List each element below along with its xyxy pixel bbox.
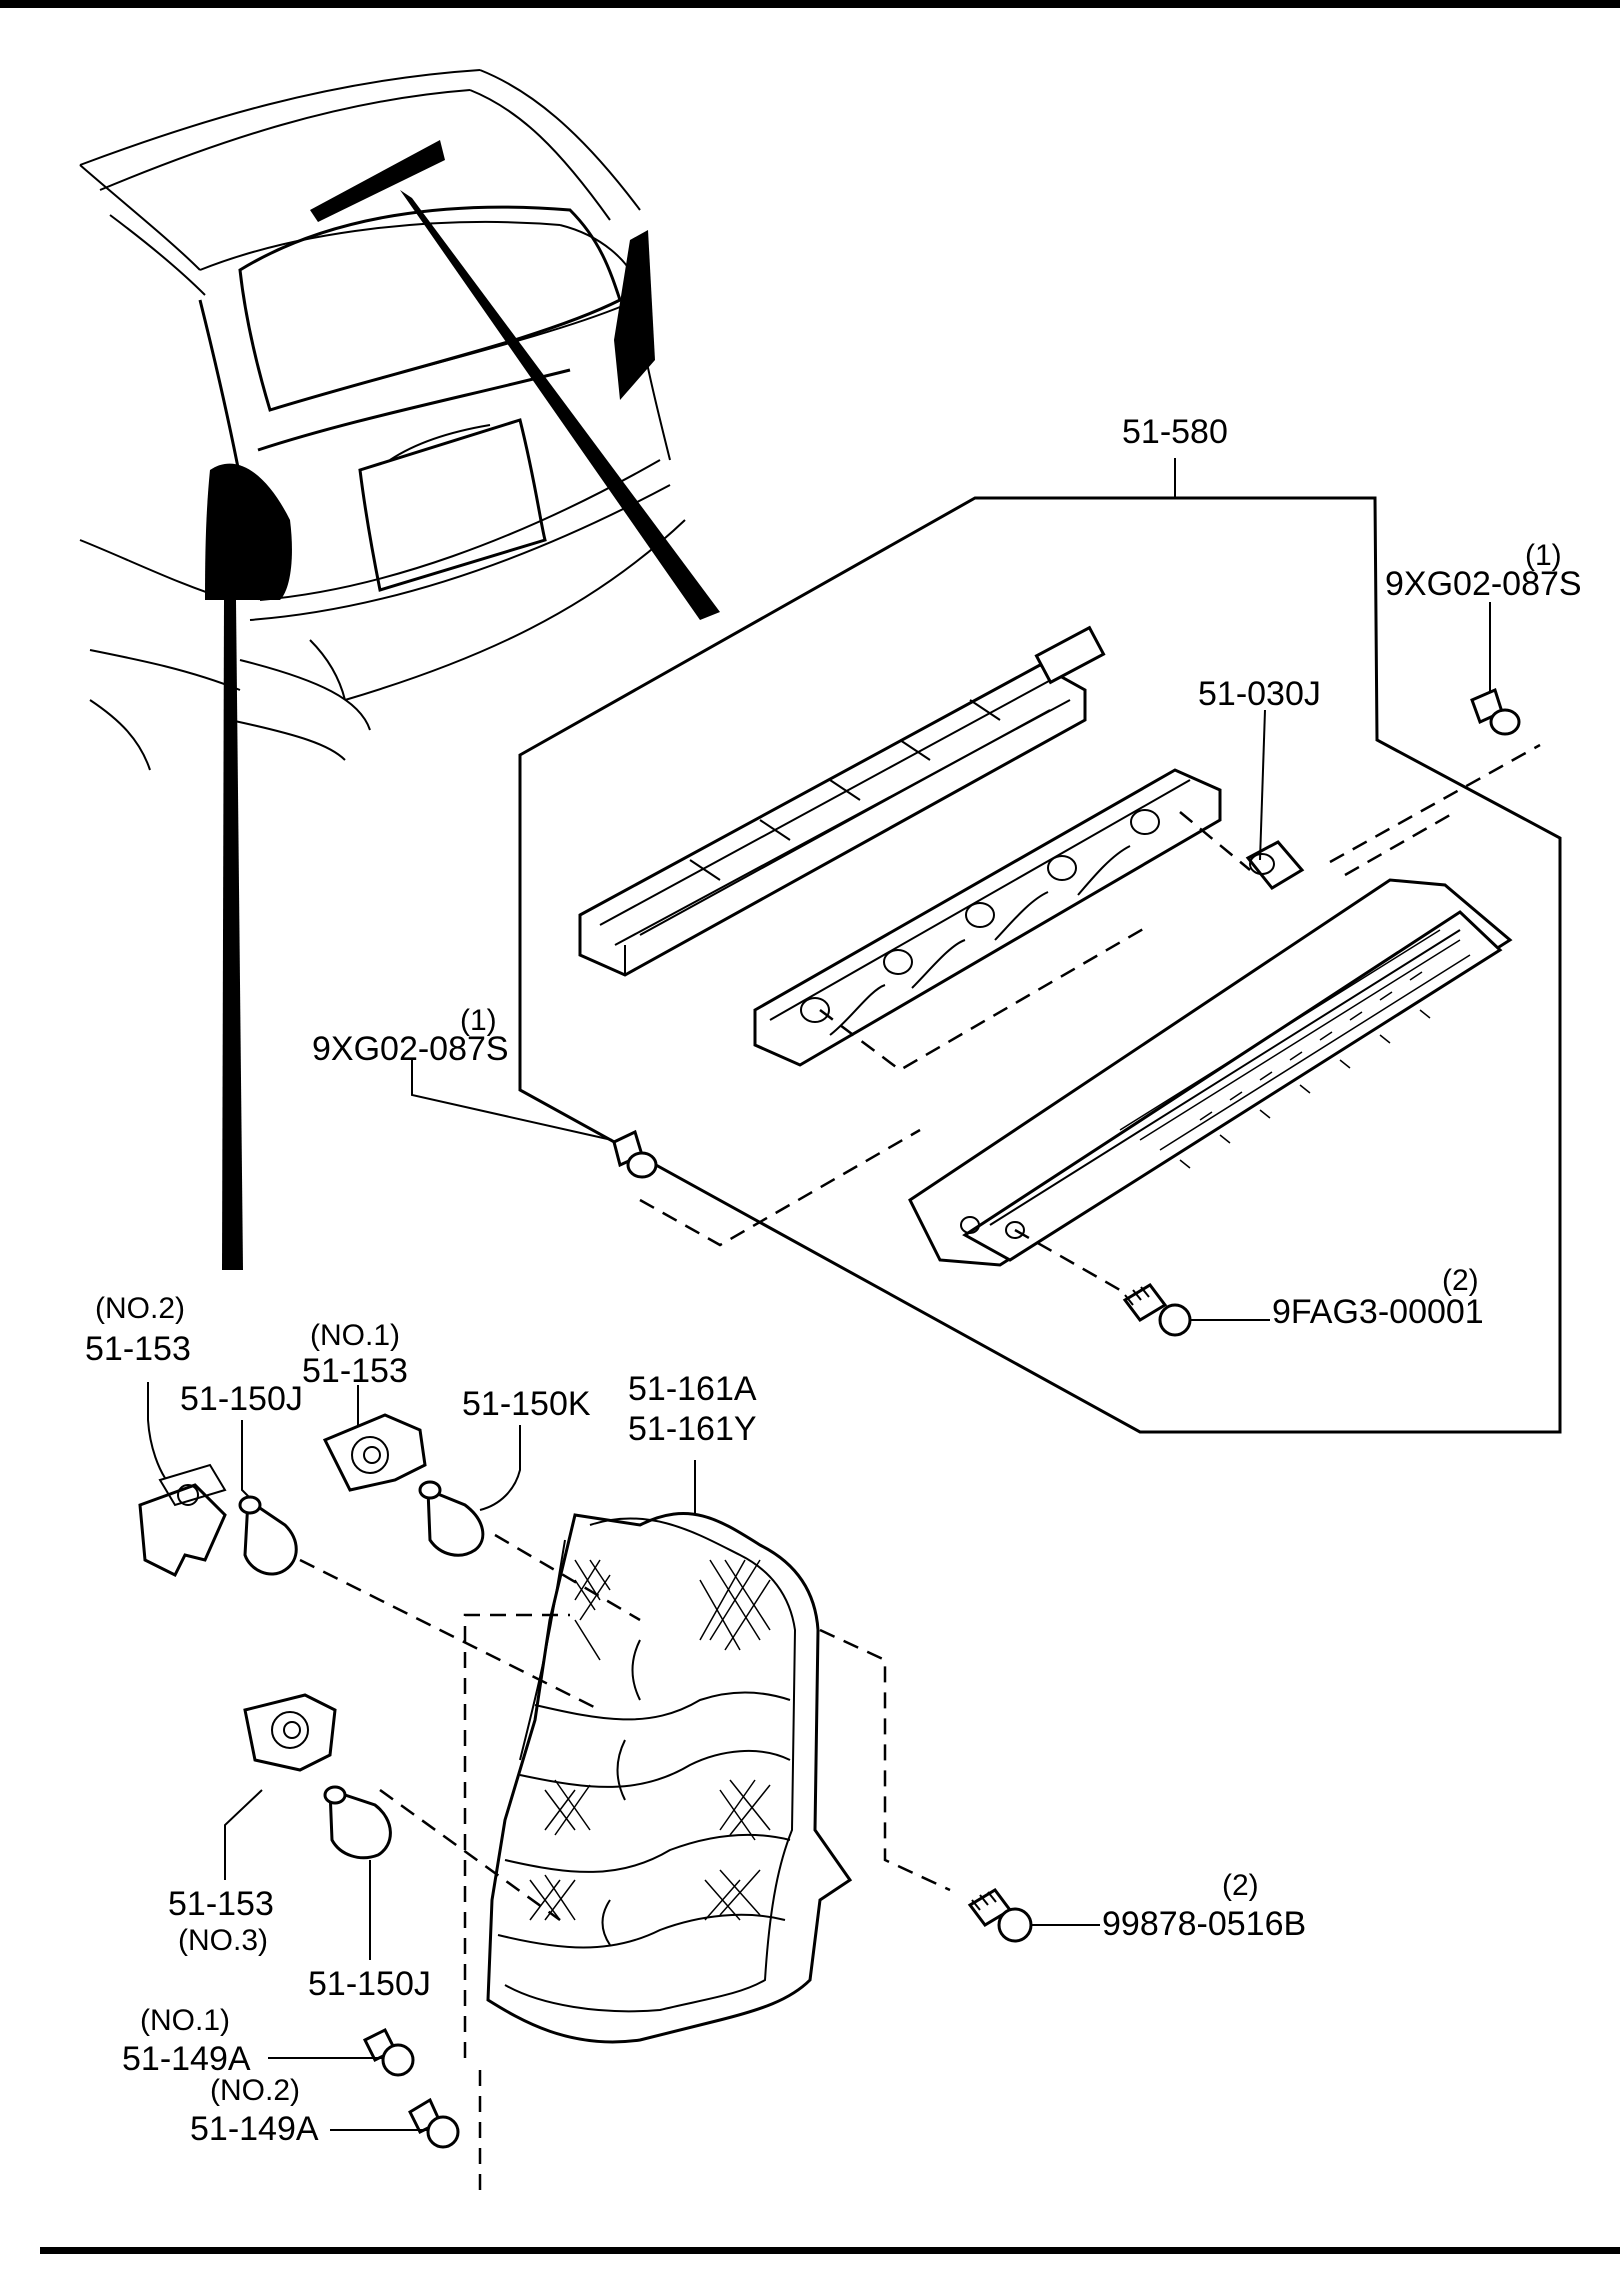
socket-51-153-no3 [243, 1693, 337, 1772]
qty-bolt-left: (1) [460, 1004, 497, 1037]
top-border-rule [0, 0, 1620, 8]
qty-socket-no1: (NO.1) [310, 1319, 400, 1352]
label-socket-no1: 51-153 [302, 1352, 408, 1390]
clip-51-149a-no1 [362, 2027, 415, 2077]
label-99878-0516b: 99878-0516B [1102, 1905, 1306, 1943]
bolt-9xg02-087s-left [612, 1129, 658, 1179]
tail-lamp-location [205, 463, 292, 600]
lamp-housing-bracket [578, 625, 1106, 977]
qty-socket-no2: (NO.2) [95, 1292, 185, 1325]
assembly-outline-51-580 [518, 496, 1562, 1434]
leader-wedge-high-mount [400, 190, 720, 620]
label-51-150j-a: 51-150J [180, 1380, 303, 1418]
screw-99878-0516b [967, 1888, 1033, 1943]
label-51-150k: 51-150K [462, 1385, 591, 1423]
socket-51-153-no2 [138, 1463, 227, 1578]
qty-socket-no3: (NO.3) [178, 1924, 268, 1957]
bulb-51-150j-b [323, 1785, 392, 1860]
high-mount-lamp-lens [908, 878, 1513, 1267]
rear-combination-lamp [486, 1512, 853, 2044]
vehicle-rear-view [79, 69, 686, 771]
high-mount-lamp-location [310, 140, 445, 222]
leader-wedge-tail-lamp [222, 600, 243, 1270]
screw-9fag3-00001 [1122, 1283, 1192, 1337]
qty-screw-9fag3: (2) [1442, 1264, 1479, 1297]
bolt-9xg02-087s-right [1470, 687, 1521, 736]
bottom-border-rule [40, 2247, 1620, 2254]
label-9xg02-087s-right: 9XG02-087S [1385, 565, 1582, 603]
bulb-51-030j [1245, 840, 1305, 890]
label-socket-no2: 51-153 [85, 1330, 191, 1368]
label-9fag3-00001: 9FAG3-00001 [1272, 1293, 1484, 1331]
bulb-51-150j-a [238, 1495, 298, 1576]
bulb-51-150k [418, 1480, 485, 1557]
label-clip-no1: 51-149A [122, 2040, 251, 2078]
label-51-030j: 51-030J [1198, 675, 1321, 713]
qty-clip-no1: (NO.1) [140, 2004, 230, 2037]
socket-51-153-no1 [322, 1413, 427, 1492]
clip-51-149a-no2 [408, 2097, 460, 2149]
label-clip-no2: 51-149A [190, 2110, 319, 2148]
qty-bolt-right: (1) [1525, 539, 1562, 572]
qty-clip-no2: (NO.2) [210, 2074, 300, 2107]
label-socket-no3: 51-153 [168, 1885, 274, 1923]
bulb-holder [753, 768, 1222, 1067]
label-9xg02-087s-left: 9XG02-087S [312, 1030, 509, 1068]
qty-screw-99878: (2) [1222, 1869, 1259, 1902]
label-51-150j-b: 51-150J [308, 1965, 431, 2003]
label-51-161y: 51-161Y [628, 1410, 757, 1448]
label-51-580: 51-580 [1122, 413, 1228, 451]
label-51-161a: 51-161A [628, 1370, 757, 1408]
